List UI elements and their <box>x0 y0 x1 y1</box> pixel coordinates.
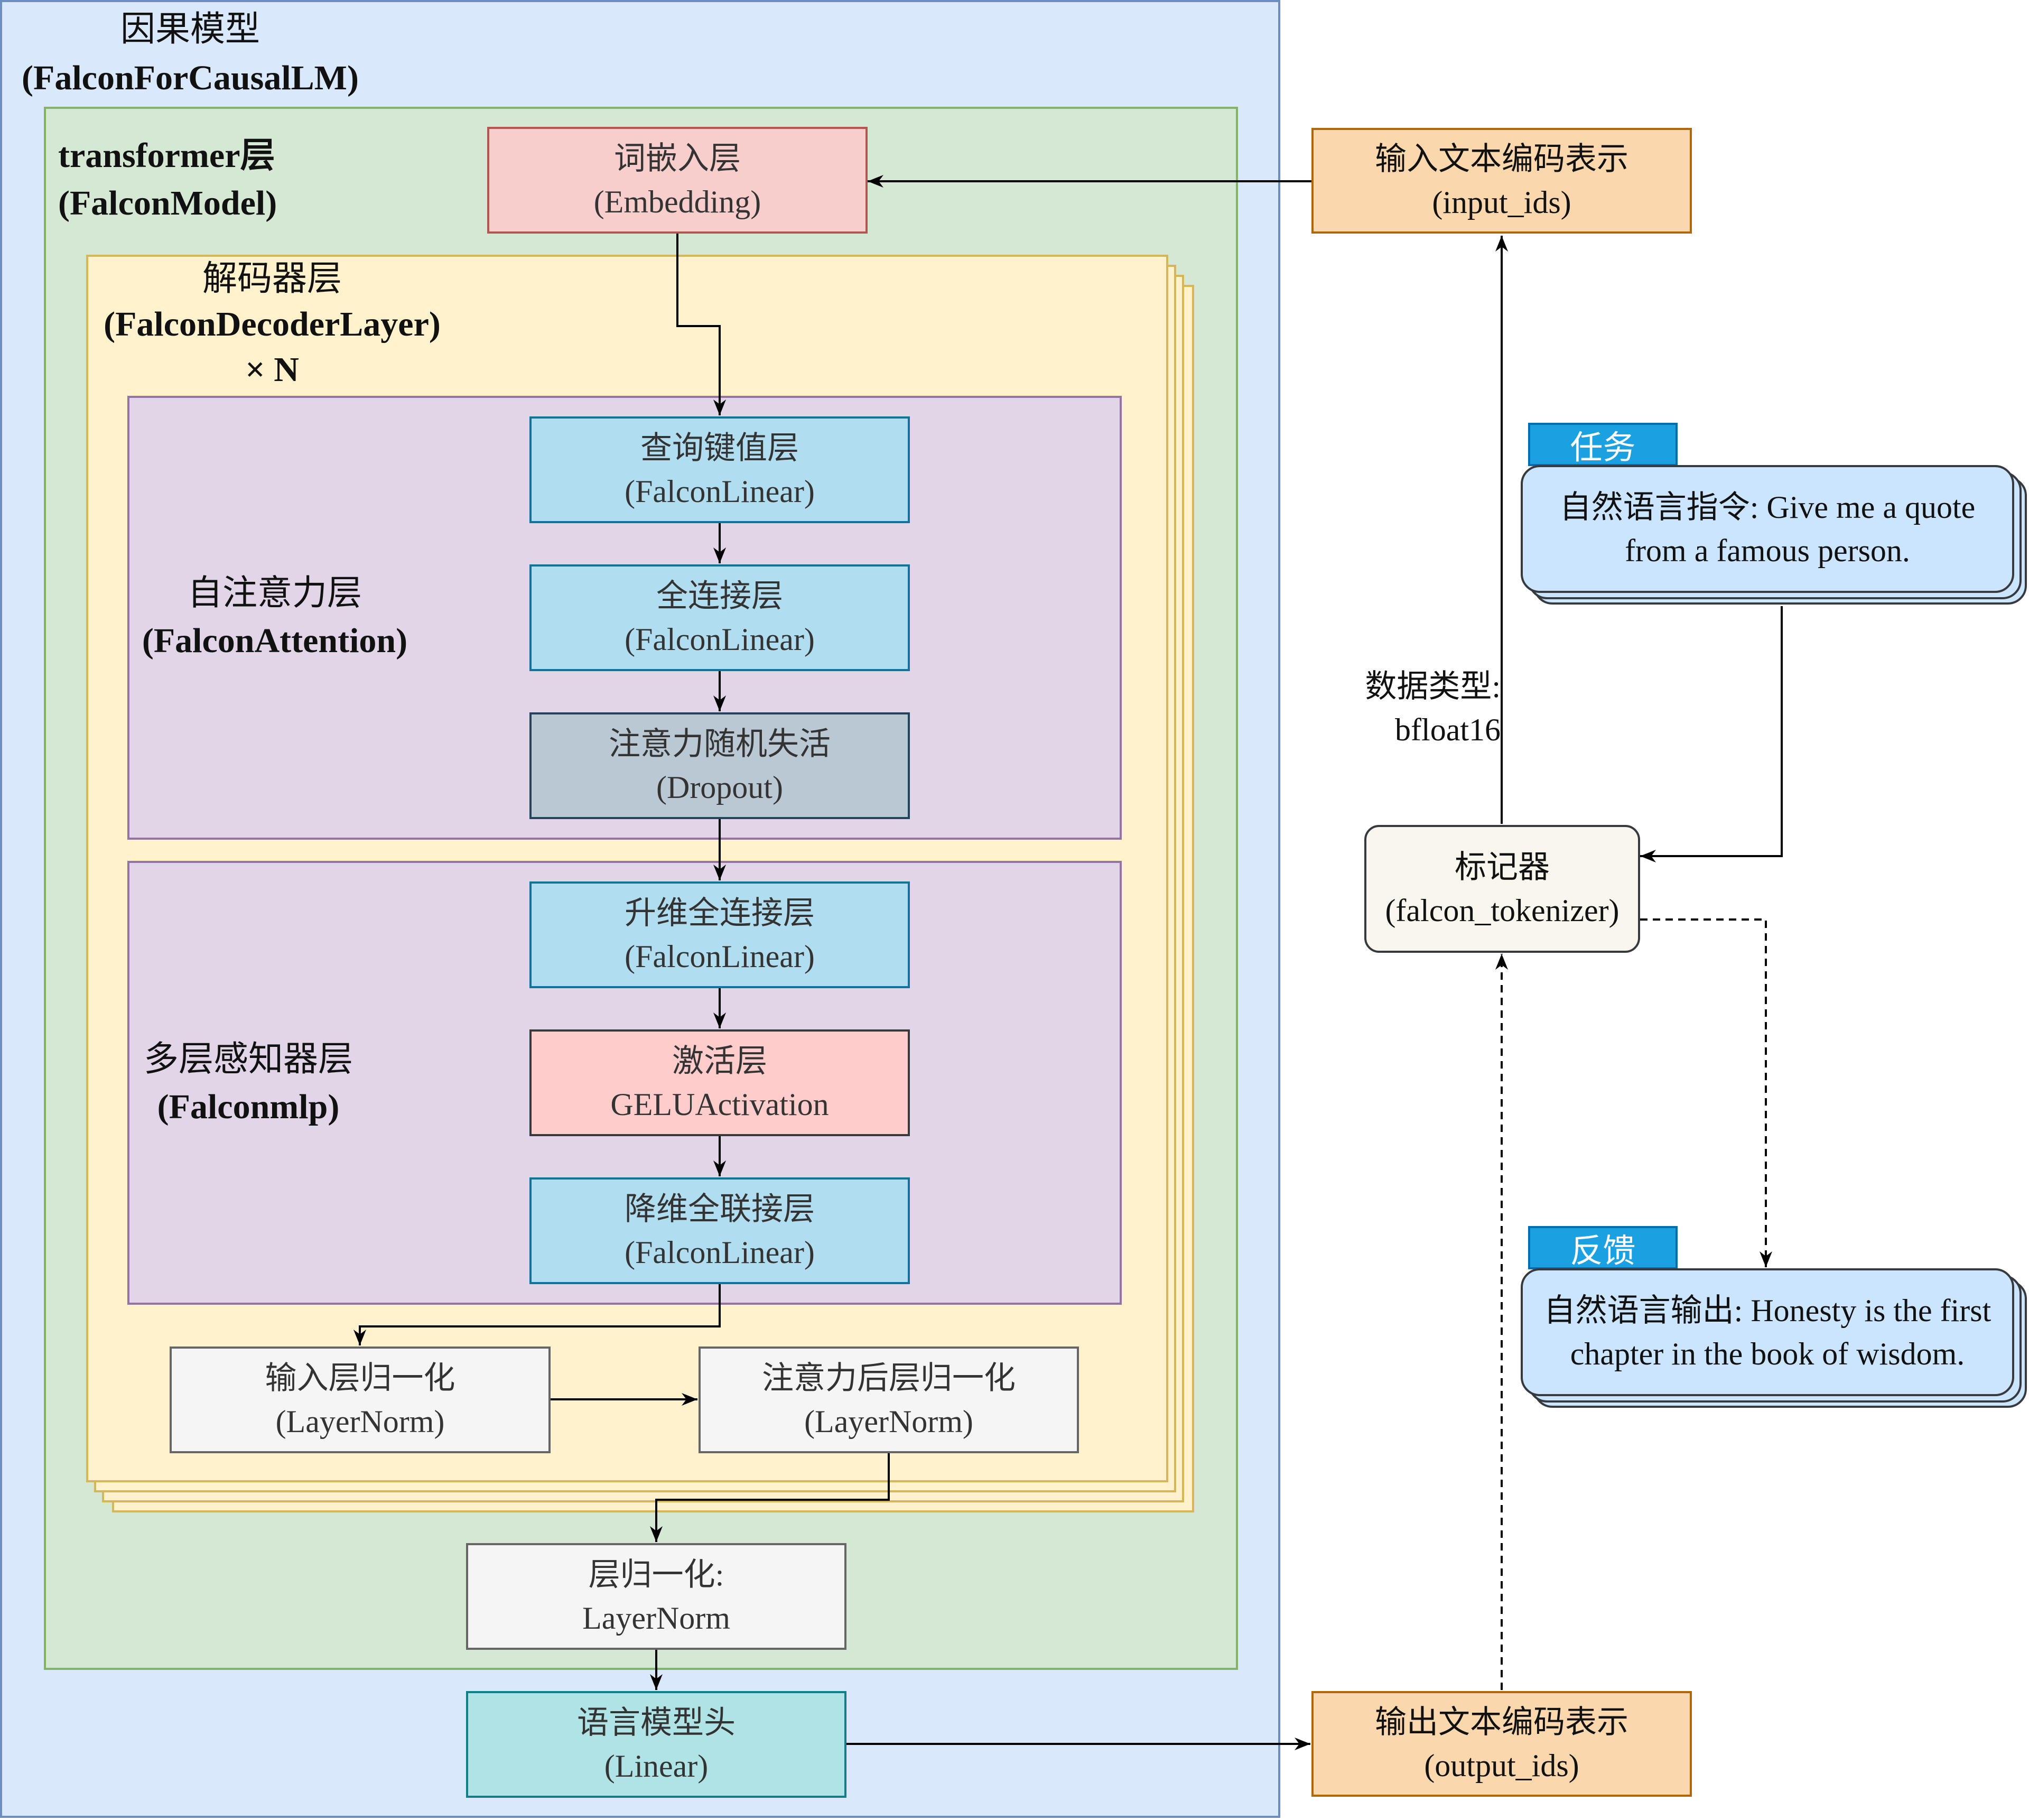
final-norm-type: LayerNorm <box>582 1601 730 1636</box>
lm-head-box[interactable]: 语言模型头 (Linear) <box>466 1691 846 1798</box>
mlp-title: 多层感知器层 <box>144 1040 353 1079</box>
decoder-subtitle: (FalconDecoderLayer) <box>104 305 441 343</box>
mlp-label: 多层感知器层 (Falconmlp) <box>122 1036 375 1131</box>
post-attn-norm-type: (LayerNorm) <box>804 1404 973 1439</box>
activation-label: 激活层 <box>672 1044 767 1079</box>
dropout-box[interactable]: 注意力随机失活 (Dropout) <box>529 712 910 819</box>
causal-model-subtitle: (FalconForCausalLM) <box>22 59 359 97</box>
tokenizer-type: (falcon_tokenizer) <box>1385 893 1620 928</box>
embedding-box[interactable]: 词嵌入层 (Embedding) <box>487 127 868 234</box>
dtype-value: bfloat16 <box>1395 712 1501 747</box>
arrow-embedding-to-qkv <box>676 234 726 415</box>
activation-type: GELUActivation <box>610 1087 829 1122</box>
input-ids-type: (input_ids) <box>1432 185 1571 220</box>
task-line-1: 自然语言指令: Give me a quote <box>1559 490 1976 525</box>
attention-label: 自注意力层 (FalconAttention) <box>122 570 428 665</box>
input-norm-label: 输入层归一化 <box>265 1361 455 1396</box>
post-attn-norm-label: 注意力后层归一化 <box>762 1361 1016 1396</box>
arrow-post-norm-to-final-norm <box>650 1453 890 1542</box>
final-norm-box[interactable]: 层归一化: LayerNorm <box>466 1543 846 1650</box>
dtype-label: 数据类型: <box>1365 669 1501 704</box>
embedding-label: 词嵌入层 <box>614 141 741 176</box>
dense-box[interactable]: 全连接层 (FalconLinear) <box>529 564 910 671</box>
input-ids-box[interactable]: 输入文本编码表示 (input_ids) <box>1311 128 1692 234</box>
arrow-tokenizer-to-feedback <box>1640 918 1772 1267</box>
tokenizer-box[interactable]: 标记器 (falcon_tokenizer) <box>1364 825 1640 953</box>
lm-head-label: 语言模型头 <box>577 1705 736 1740</box>
tokenizer-label: 标记器 <box>1455 850 1550 885</box>
feedback-tag: 反馈 <box>1528 1226 1678 1270</box>
decoder-repeat: × N <box>245 350 299 389</box>
decoder-title: 解码器层 <box>202 259 342 298</box>
task-tag: 任务 <box>1528 423 1678 467</box>
qkv-box[interactable]: 查询键值层 (FalconLinear) <box>529 416 910 523</box>
up-proj-label: 升维全连接层 <box>625 896 815 931</box>
up-proj-box[interactable]: 升维全连接层 (FalconLinear) <box>529 881 910 988</box>
embedding-type: (Embedding) <box>593 184 761 219</box>
transformer-label: transformer层 (FalconModel) <box>58 132 277 227</box>
input-norm-type: (LayerNorm) <box>275 1404 445 1439</box>
feedback-line-1: 自然语言输出: Honesty is the first <box>1543 1293 1991 1328</box>
mlp-subtitle: (Falconmlp) <box>157 1088 340 1126</box>
input-norm-box[interactable]: 输入层归一化 (LayerNorm) <box>170 1347 551 1453</box>
task-line-2: from a famous person. <box>1625 533 1910 568</box>
output-ids-box[interactable]: 输出文本编码表示 (output_ids) <box>1311 1691 1692 1797</box>
up-proj-type: (FalconLinear) <box>625 939 815 974</box>
arrow-down-proj-to-input-norm <box>353 1284 721 1345</box>
down-proj-label: 降维全联接层 <box>625 1192 815 1227</box>
qkv-type: (FalconLinear) <box>625 474 815 509</box>
causal-model-label: 因果模型 (FalconForCausalLM) <box>0 5 380 103</box>
feedback-card[interactable]: 自然语言输出: Honesty is the first chapter in … <box>1521 1268 2014 1396</box>
dropout-label: 注意力随机失活 <box>609 727 831 762</box>
output-ids-type: (output_ids) <box>1424 1748 1579 1783</box>
attention-subtitle: (FalconAttention) <box>142 621 408 660</box>
transformer-subtitle: (FalconModel) <box>58 184 277 222</box>
output-ids-label: 输出文本编码表示 <box>1375 1705 1628 1740</box>
decoder-label: 解码器层 (FalconDecoderLayer) × N <box>85 256 460 393</box>
transformer-title: transformer层 <box>58 136 275 175</box>
task-card[interactable]: 自然语言指令: Give me a quote from a famous pe… <box>1521 465 2014 593</box>
down-proj-type: (FalconLinear) <box>625 1235 815 1270</box>
arrow-task-to-tokenizer <box>1640 606 1783 862</box>
dense-type: (FalconLinear) <box>625 622 815 657</box>
feedback-tag-text: 反馈 <box>1570 1231 1636 1270</box>
lm-head-type: (Linear) <box>604 1749 709 1784</box>
causal-model-title: 因果模型 <box>120 10 260 49</box>
feedback-line-2: chapter in the book of wisdom. <box>1570 1336 1965 1371</box>
activation-box[interactable]: 激活层 GELUActivation <box>529 1029 910 1136</box>
post-attn-norm-box[interactable]: 注意力后层归一化 (LayerNorm) <box>699 1347 1079 1453</box>
dtype-note: 数据类型: bfloat16 <box>1305 665 1501 751</box>
qkv-label: 查询键值层 <box>640 431 799 466</box>
task-tag-text: 任务 <box>1570 428 1636 467</box>
attention-title: 自注意力层 <box>188 574 362 612</box>
down-proj-box[interactable]: 降维全联接层 (FalconLinear) <box>529 1177 910 1284</box>
dropout-type: (Dropout) <box>656 770 783 805</box>
final-norm-label: 层归一化: <box>588 1557 724 1592</box>
input-ids-label: 输入文本编码表示 <box>1375 142 1628 177</box>
dense-label: 全连接层 <box>656 579 783 614</box>
